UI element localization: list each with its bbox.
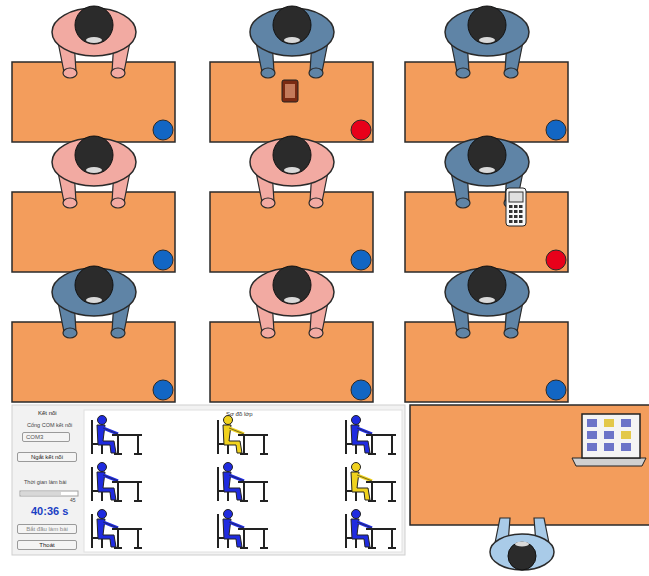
- hand: [504, 68, 518, 78]
- hand: [456, 198, 470, 208]
- desk: [12, 192, 175, 272]
- head: [468, 266, 506, 304]
- face-edge: [86, 297, 102, 303]
- progress-value: 45: [70, 498, 76, 504]
- hand: [456, 68, 470, 78]
- face-edge: [86, 37, 102, 43]
- face-edge: [284, 37, 300, 43]
- face-edge: [284, 167, 300, 173]
- progress-bar: [20, 491, 78, 496]
- hand: [261, 198, 275, 208]
- face-edge: [479, 297, 495, 303]
- phone: [506, 188, 526, 226]
- field-label: Thời gian làm bài: [24, 479, 66, 485]
- button-text: COM3: [26, 433, 69, 441]
- desk: [405, 192, 568, 272]
- hand: [261, 328, 275, 338]
- desk: [405, 62, 568, 142]
- hand: [309, 68, 323, 78]
- ui-button: Ngắt kết nối: [17, 452, 77, 462]
- hand: [111, 328, 125, 338]
- student-icon: [92, 510, 142, 549]
- panel-title: Sơ đồ lớp: [226, 411, 253, 418]
- ui-button: Bắt đầu làm bài: [17, 524, 77, 534]
- head: [468, 136, 506, 174]
- status-dot: [546, 380, 566, 400]
- head: [75, 6, 113, 44]
- desk: [210, 322, 373, 402]
- status-dot: [351, 250, 371, 270]
- head: [273, 6, 311, 44]
- status-dot: [153, 120, 173, 140]
- head: [468, 6, 506, 44]
- student-icon: [92, 416, 142, 455]
- button-text: Bắt đầu làm bài: [18, 525, 76, 533]
- status-dot: [153, 250, 173, 270]
- hand: [309, 198, 323, 208]
- hand: [111, 198, 125, 208]
- desk: [12, 322, 175, 402]
- teacher-desk: [410, 405, 649, 570]
- student-icon: [346, 416, 396, 455]
- head: [273, 136, 311, 174]
- face-edge: [86, 167, 102, 173]
- face-edge: [479, 167, 495, 173]
- timer-value: 40:36 s: [31, 505, 68, 517]
- hand: [456, 328, 470, 338]
- head: [75, 266, 113, 304]
- student-desk: [210, 136, 373, 272]
- status-dot: [546, 250, 566, 270]
- head: [273, 266, 311, 304]
- student-desk: [12, 266, 175, 402]
- student-icon: [218, 510, 268, 549]
- hand: [63, 68, 77, 78]
- student-desk: [405, 266, 568, 402]
- hand: [111, 68, 125, 78]
- dropdown-box: COM3: [22, 432, 70, 442]
- student-desk: [210, 6, 373, 142]
- student-desk: [405, 136, 568, 272]
- student-desk: [210, 266, 373, 402]
- hand: [261, 68, 275, 78]
- student-icon: [218, 416, 268, 455]
- field-label: Cổng COM kết nối: [27, 422, 72, 428]
- desk: [405, 322, 568, 402]
- face-edge: [479, 37, 495, 43]
- hand: [309, 328, 323, 338]
- student-desk: [12, 6, 175, 142]
- group-title: Kết nối: [38, 410, 57, 417]
- student-desk: [405, 6, 568, 142]
- hand: [63, 328, 77, 338]
- student-icon: [346, 463, 396, 502]
- student-icon: [346, 510, 396, 549]
- button-text: Thoát: [18, 541, 76, 549]
- student-icon: [218, 463, 268, 502]
- students: [12, 6, 568, 402]
- desk: [210, 62, 373, 142]
- student-icon: [92, 463, 142, 502]
- phone: [282, 80, 298, 102]
- status-dot: [153, 380, 173, 400]
- status-dot: [546, 120, 566, 140]
- status-dot: [351, 120, 371, 140]
- head: [75, 136, 113, 174]
- status-dot: [351, 380, 371, 400]
- monitor-panel: [12, 405, 405, 555]
- desk: [12, 62, 175, 142]
- student-desk: [12, 136, 175, 272]
- hand: [63, 198, 77, 208]
- button-text: Ngắt kết nối: [18, 453, 76, 461]
- face-edge: [284, 297, 300, 303]
- hand: [504, 328, 518, 338]
- ui-button: Thoát: [17, 540, 77, 550]
- desk: [210, 192, 373, 272]
